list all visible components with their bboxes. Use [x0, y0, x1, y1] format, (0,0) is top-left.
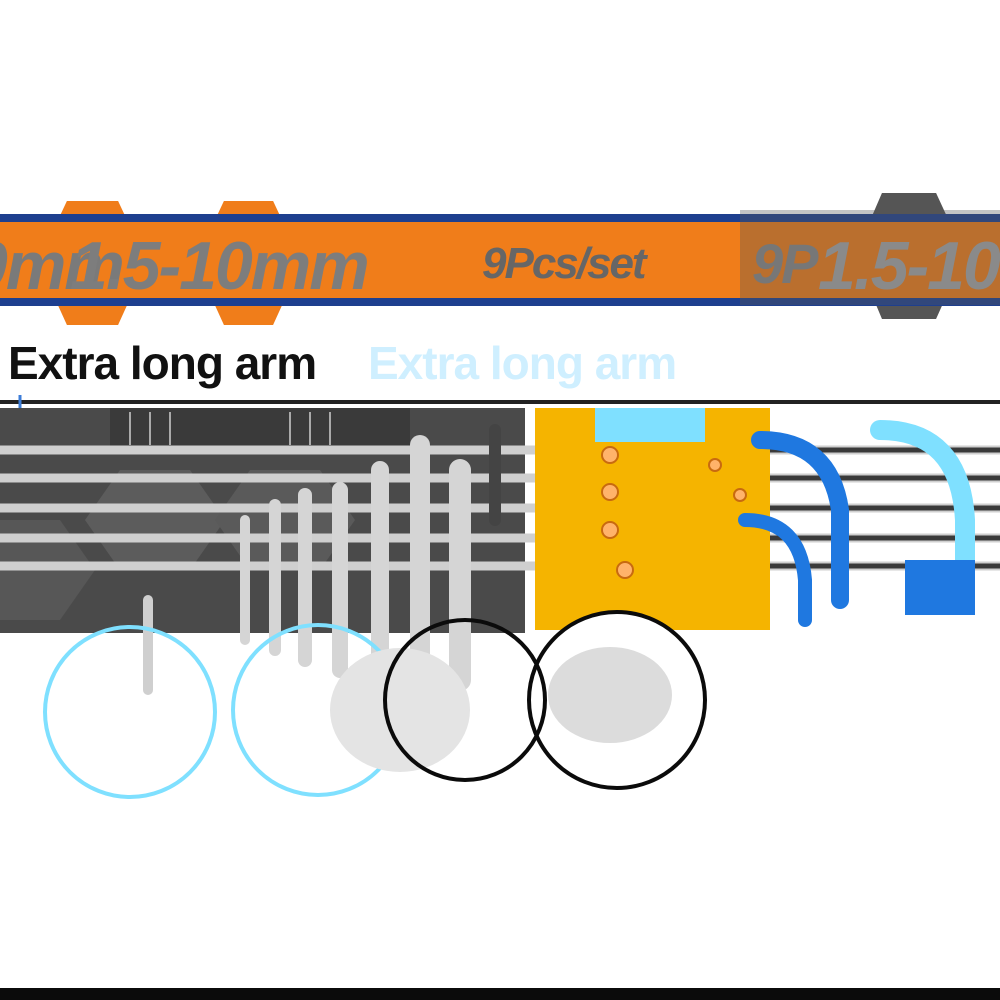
size-range-echo: 1.5-10	[818, 228, 1000, 304]
detail-circles	[43, 610, 707, 799]
pieces-label: 9Pcs/set	[482, 239, 647, 288]
hex-key-case	[0, 408, 525, 633]
yellow-holder	[535, 408, 770, 630]
banner-fill	[0, 222, 1000, 298]
banner-group	[0, 187, 1000, 331]
hex-key-icon	[330, 648, 470, 772]
banner-gray-block	[740, 210, 1000, 305]
pieces-echo: 9P	[752, 232, 818, 295]
feature-secondary: Extra long arm	[368, 337, 677, 389]
size-range-prefix: 0mm	[0, 228, 125, 304]
hex-keys-vertical	[143, 424, 501, 700]
blue-bent-keys	[738, 420, 975, 627]
size-range: 1.5-10mm	[70, 228, 370, 304]
feature-primary: Extra long arm	[8, 337, 317, 389]
magnifier-circle-icon	[43, 625, 217, 799]
bottom-bar	[0, 988, 1000, 1000]
